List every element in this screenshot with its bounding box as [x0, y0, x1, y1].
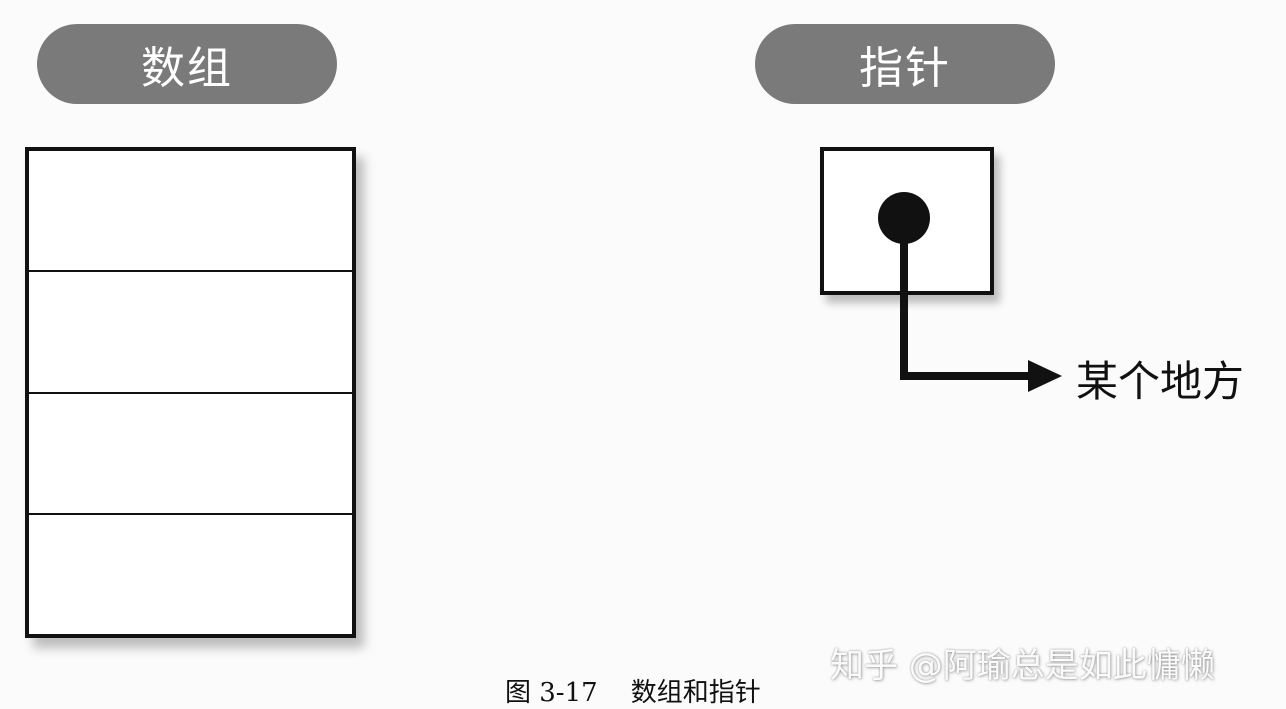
array-diagram — [25, 147, 356, 638]
pointer-heading: 指针 — [755, 24, 1055, 104]
arrowhead-icon — [1028, 360, 1062, 392]
pointer-heading-text: 指针 — [859, 43, 951, 94]
array-cell — [29, 394, 352, 515]
array-cell — [29, 515, 352, 634]
array-cell — [29, 151, 352, 273]
array-cell — [29, 272, 352, 394]
figure-caption: 图 3-17 数组和指针 — [505, 678, 761, 708]
array-heading: 数组 — [37, 24, 337, 104]
pointer-target-label: 某个地方 — [1076, 357, 1245, 406]
pointer-box — [820, 147, 994, 295]
watermark: 知乎 @阿瑜总是如此慵懒 — [830, 646, 1215, 686]
array-heading-text: 数组 — [141, 43, 233, 94]
